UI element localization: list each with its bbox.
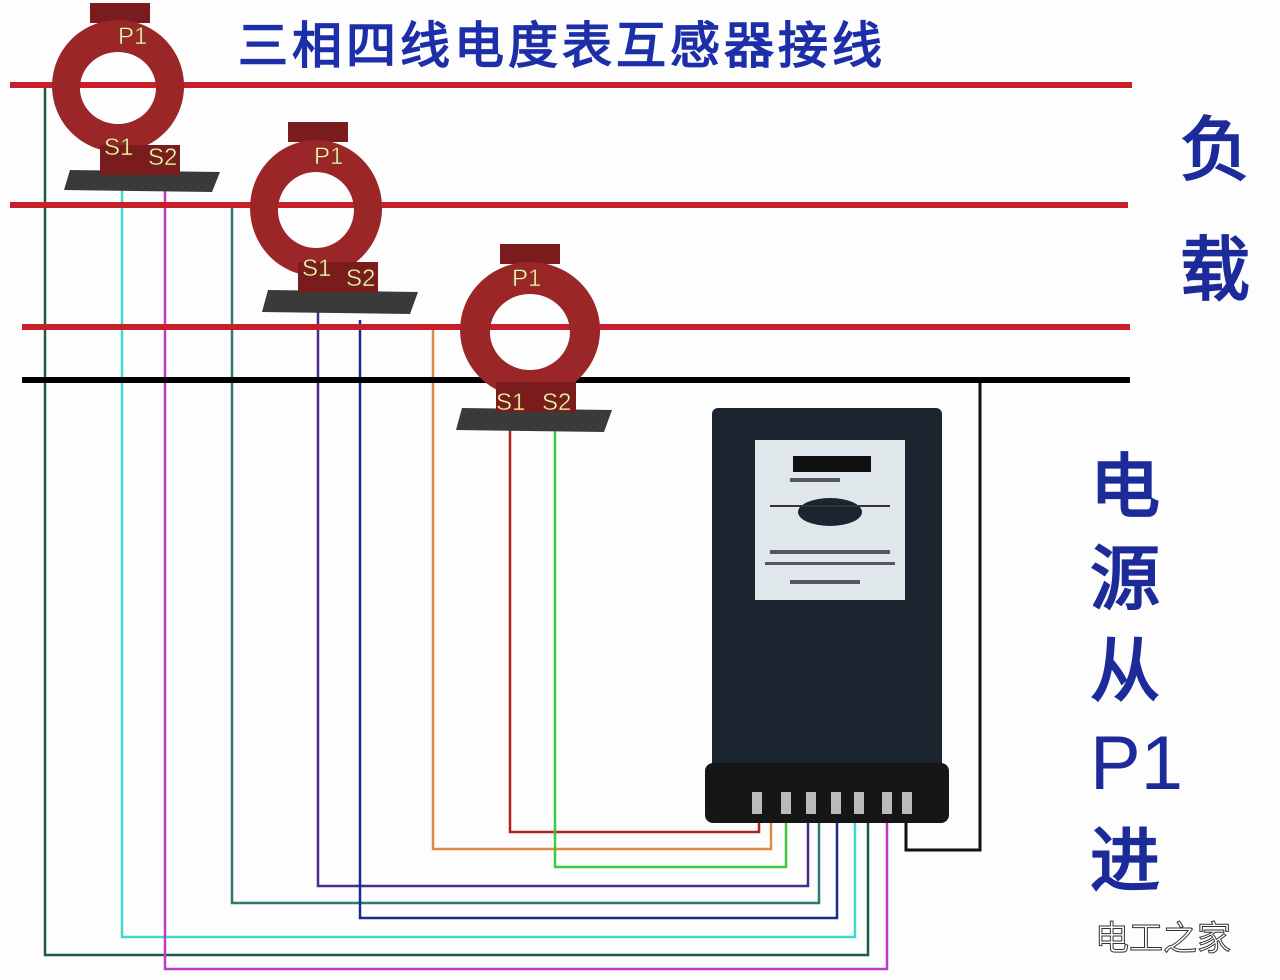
label-load-1: 负 <box>1180 109 1250 191</box>
wire-neutral <box>904 380 982 852</box>
current-transformer-3: P1 S1 S2 <box>456 244 612 432</box>
ct2-p1-label: P1 <box>314 143 343 170</box>
terminals <box>752 792 912 814</box>
wire-green <box>553 430 788 869</box>
secondary-wires <box>43 88 982 971</box>
wire-red <box>508 430 761 834</box>
ct3-s1-label: S1 <box>496 389 525 416</box>
ct2-s2-label: S2 <box>346 265 375 292</box>
wire-teal <box>230 207 821 905</box>
label-load-2: 载 <box>1180 229 1250 311</box>
ct1-s1-label: S1 <box>104 134 133 161</box>
diagram-title: 三相四线电度表互感器接线 <box>238 17 886 75</box>
current-transformer-2: P1 S1 S2 <box>250 122 418 314</box>
current-transformer-1: P1 S1 S2 <box>52 3 220 192</box>
wire-cyan <box>120 180 857 939</box>
ct1-s2-label: S2 <box>148 144 177 171</box>
ct3-s2-label: S2 <box>542 389 571 416</box>
terminal-block <box>705 763 949 823</box>
label-source-3: 从 <box>1090 630 1160 712</box>
label-source-4: P1 <box>1090 721 1183 806</box>
label-source-5: 进 <box>1090 820 1160 902</box>
wire-blue <box>358 320 839 920</box>
energy-meter <box>705 408 949 823</box>
watermark: 电工之家 <box>1095 919 1232 959</box>
ct3-p1-label: P1 <box>512 265 541 292</box>
meter-face-markings <box>765 478 895 584</box>
wire-dark-green <box>43 88 870 957</box>
ct2-s1-label: S1 <box>302 255 331 282</box>
label-source-2: 源 <box>1090 538 1160 620</box>
ct1-p1-label: P1 <box>118 23 147 50</box>
wire-magenta <box>163 185 889 971</box>
wire-orange <box>431 329 773 851</box>
label-source-1: 电 <box>1090 446 1160 528</box>
wire-purple <box>316 305 810 888</box>
